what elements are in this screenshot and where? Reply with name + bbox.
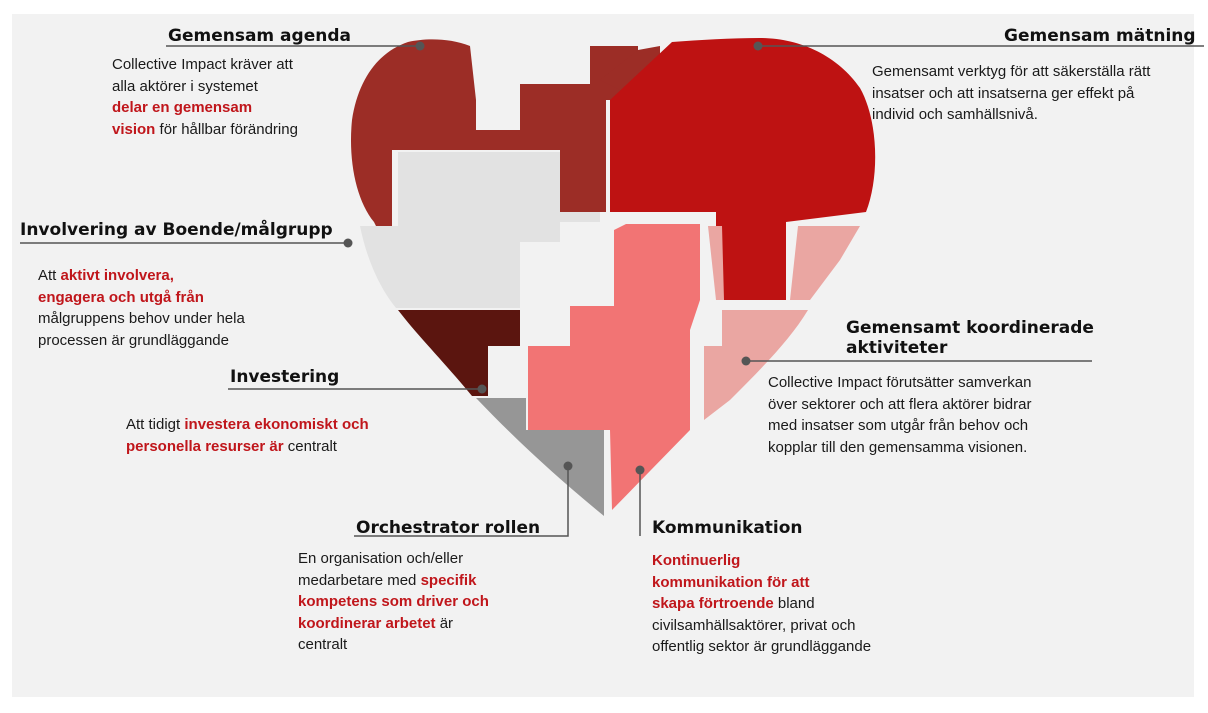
investering-highlight1: investera ekonomiskt och (184, 416, 369, 433)
matning-line2: insatser och att insatserna ger effekt p… (872, 84, 1135, 102)
connector-lines (20, 45, 1204, 537)
piece-gemensam-agenda (350, 39, 638, 226)
title-orchestrator: Orchestrator rollen (356, 518, 541, 538)
title-gemensam-matning: Gemensam mätning (1004, 26, 1196, 46)
investering-text1: Att tidigt (126, 416, 181, 433)
involvering-line4: processen är grundläggande (38, 331, 229, 349)
text-orchestrator: En organisation och/eller medarbetare me… (298, 548, 568, 656)
title-investering: Investering (230, 367, 340, 387)
piece-investering (398, 310, 520, 396)
koordinerade-line4: kopplar till den gemensamma visionen. (768, 438, 1028, 456)
piece-kommunikation (528, 224, 700, 510)
piece-gemensam-matning (610, 38, 876, 300)
title-involvering: Involvering av Boende/målgrupp (20, 220, 333, 240)
involvering-line3: målgruppens behov under hela (38, 310, 245, 327)
piece-orchestrator (476, 398, 604, 516)
orchestrator-highlight3: koordinerar arbetet (298, 614, 436, 632)
koordinerade-line1: Collective Impact förutsätter samverkan (768, 374, 1032, 391)
kommunikation-line5: offentlig sektor är grundläggande (652, 638, 872, 655)
piece-koordinerade (704, 226, 860, 420)
investering-text2: centralt (287, 437, 337, 455)
agenda-highlight1: delar en gemensam (112, 99, 253, 116)
title-kommunikation: Kommunikation (652, 518, 803, 538)
kommunikation-line4: civilsamhällsaktörer, privat och (652, 616, 856, 634)
matning-line1: Gemensamt verktyg för att säkerställa rä… (872, 63, 1151, 80)
text-koordinerade: Collective Impact förutsätter samverkan … (768, 372, 1088, 458)
text-gemensam-matning: Gemensamt verktyg för att säkerställa rä… (872, 61, 1192, 126)
agenda-text3: för hållbar förändring (159, 120, 298, 138)
orchestrator-text1: medarbetare med (298, 571, 417, 589)
koordinerade-line3: med insatser som utgår från behov och (768, 417, 1029, 434)
piece-involvering (360, 152, 600, 308)
koordinerade-line2: över sektorer och att flera aktörer bidr… (768, 395, 1032, 413)
orchestrator-highlight1: specifik (420, 571, 477, 589)
agenda-highlight2: vision (112, 120, 156, 138)
involvering-highlight2: engagera och utgå från (38, 288, 204, 306)
title-gemensam-agenda: Gemensam agenda (168, 26, 351, 46)
involvering-highlight1: aktivt involvera, (60, 267, 174, 284)
kommunikation-highlight3: skapa förtroende (652, 595, 774, 612)
investering-highlight2: personella resurser är (126, 437, 284, 455)
text-investering: Att tidigt investera ekonomiskt och pers… (126, 414, 466, 457)
text-involvering: Att aktivt involvera, engagera och utgå … (38, 265, 318, 351)
orchestrator-highlight2: kompetens som driver och (298, 593, 489, 610)
kommunikation-text1: bland (777, 595, 815, 612)
text-gemensam-agenda: Collective Impact kräver att alla aktöre… (112, 54, 372, 140)
text-kommunikation: Kontinuerlig kommunikation för att skapa… (652, 550, 952, 658)
koordinerade-title2: aktiviteter (846, 338, 948, 358)
orchestrator-text2: är (439, 614, 454, 632)
matning-line3: individ och samhällsnivå. (872, 106, 1038, 123)
koordinerade-title1: Gemensamt koordinerade (846, 318, 1094, 338)
orchestrator-line1: En organisation och/eller (298, 550, 464, 567)
agenda-text1: Collective Impact kräver att (112, 56, 293, 73)
kommunikation-highlight1: Kontinuerlig (652, 552, 741, 569)
orchestrator-line5: centralt (298, 636, 348, 653)
involvering-text1: Att (38, 267, 57, 284)
agenda-text2: alla aktörer i systemet (112, 77, 258, 95)
kommunikation-highlight2: kommunikation för att (652, 573, 810, 591)
connector-dots (343, 41, 763, 475)
title-koordinerade: Gemensamt koordinerade aktiviteter (846, 318, 1094, 358)
